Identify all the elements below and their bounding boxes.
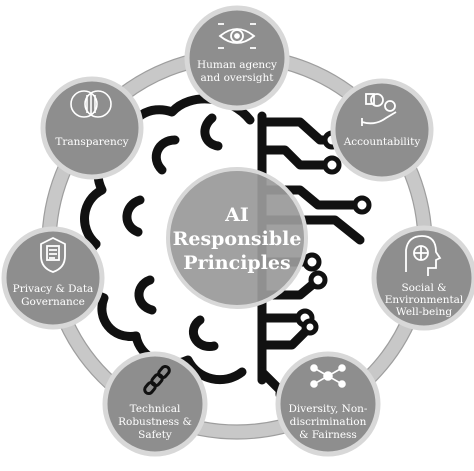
center-title-line-1: AI	[224, 204, 249, 226]
venn-icon	[70, 90, 112, 118]
circuit-node-5	[308, 270, 328, 290]
principle-node-diversity: Diversity, Non- discrimination & Fairnes…	[275, 351, 381, 457]
circuit-trace-9	[257, 367, 285, 395]
principle-node-social-environmental: Social & Environmental Well-being	[371, 225, 474, 331]
principle-label: Technical	[130, 403, 181, 415]
circuit-node-4	[302, 252, 322, 272]
principle-label: discrimination	[290, 416, 367, 428]
circuit-trace-8	[257, 327, 310, 350]
principle-label: Transparency	[55, 136, 128, 148]
principle-label: Governance	[21, 296, 85, 308]
circuit-trace-2	[257, 145, 330, 170]
principle-label: Well-being	[396, 306, 452, 318]
circuit-node-2	[322, 155, 342, 175]
center-circle	[166, 167, 308, 309]
people-network-icon	[310, 364, 346, 388]
principle-label: Diversity, Non-	[289, 403, 368, 415]
principle-node-human-agency: Human agency and oversight	[184, 5, 290, 111]
principle-node-privacy: Privacy & Data Governance	[1, 226, 105, 330]
principle-label: Accountability	[343, 136, 421, 148]
principle-label: Social &	[401, 282, 446, 294]
brain-inner-curl-2	[122, 195, 145, 237]
brain-lobe-left-lower	[131, 331, 247, 385]
brain-inner-curl-5	[200, 113, 223, 151]
principle-label: Robustness &	[118, 416, 192, 428]
brain-inner-curl-3	[134, 275, 157, 315]
principle-node-accountability: Accountability	[330, 78, 434, 182]
eye-icon	[218, 23, 256, 49]
principle-node-transparency: Transparency	[40, 76, 144, 180]
principle-label: and oversight	[200, 72, 274, 84]
circuit-node-3	[352, 195, 372, 215]
brain-inner-curl-1	[151, 135, 180, 175]
principle-label: Safety	[138, 429, 172, 441]
chain-icon	[143, 364, 171, 396]
principle-node-technical-robustness: Technical Robustness & Safety	[102, 351, 208, 457]
circuit-node-7	[301, 318, 319, 336]
hand-gears-icon	[361, 93, 397, 126]
principle-label: Privacy & Data	[13, 283, 94, 295]
principle-label: & Fairness	[299, 429, 357, 441]
principle-label: Human agency	[197, 59, 277, 71]
shield-document-icon	[40, 236, 66, 273]
brain-inner-curl-4	[189, 315, 219, 351]
principle-label: Environmental	[385, 294, 464, 306]
center-title-line-3: Principles	[183, 252, 290, 274]
center-title-line-2: Responsible	[173, 228, 302, 250]
head-globe-icon	[405, 235, 442, 276]
circuit-trace-1	[257, 117, 330, 145]
